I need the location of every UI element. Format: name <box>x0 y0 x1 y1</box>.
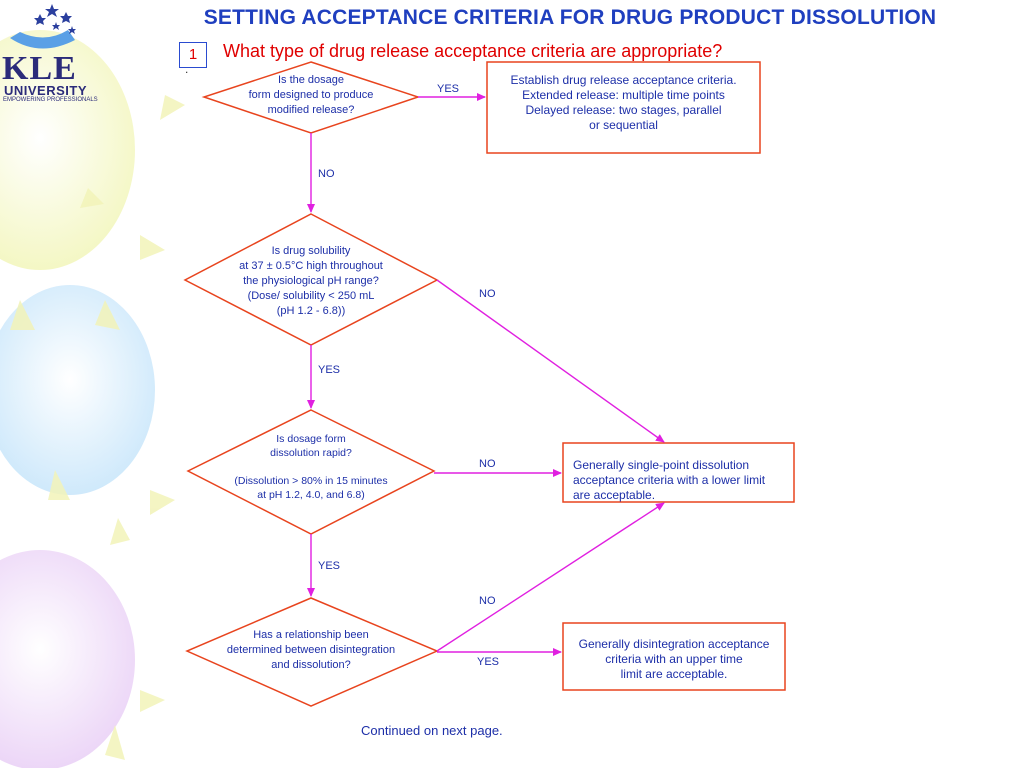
outcome-text-establish-criteria: Establish drug release acceptance criter… <box>490 73 757 133</box>
step-number-dot: . <box>185 62 189 76</box>
decision-line: Is the dosage <box>277 74 345 86</box>
decision-line: the physiological pH range? <box>243 275 379 287</box>
outcome-text-single-point: Generally single-point dissolution accep… <box>573 458 791 503</box>
purple-balloon <box>0 550 135 768</box>
decision-diamond-disintegration <box>185 597 439 707</box>
logo-emblem-icon <box>10 4 76 49</box>
decision-line: form designed to produce <box>248 89 374 101</box>
decision-line: Has a relationship been <box>253 629 369 641</box>
outcome-line: Generally disintegration acceptance <box>578 637 770 651</box>
logo-subtitle: UNIVERSITY <box>4 83 88 98</box>
outcome-line: criteria with an upper time <box>605 652 743 666</box>
outcome-line: Extended release: multiple time points <box>522 88 725 102</box>
outcome-line: limit are acceptable. <box>620 667 728 681</box>
decision-line: at 37 ± 0.5°C high throughout <box>239 260 383 272</box>
decision-text-modified-release: Is the dosage form designed to produce m… <box>226 73 396 118</box>
blue-balloon <box>0 285 155 495</box>
outcome-text-disintegration: Generally disintegration acceptance crit… <box>566 637 782 682</box>
edge-label-d1-no: NO <box>318 168 335 180</box>
edge-label-d4-yes: YES <box>477 656 500 668</box>
decision-text-rapid-dissolution: Is dosage form dissolution rapid? (Disso… <box>211 432 411 502</box>
kle-university-logo: KLE UNIVERSITY EMPOWERING PROFESSIONALS <box>0 0 115 115</box>
edge-label-d1-yes: YES <box>437 83 460 95</box>
outcome-line: Generally single-point dissolution <box>573 458 750 472</box>
outcome-line: acceptance criteria with a lower limit <box>573 473 766 487</box>
page-title: SETTING ACCEPTANCE CRITERIA FOR DRUG PRO… <box>203 6 937 29</box>
step-number-box: 1 <box>179 42 207 68</box>
logo-wordmark: KLE <box>2 50 77 87</box>
decision-line: (pH 1.2 - 6.8)) <box>276 305 346 317</box>
outcome-box-disintegration <box>562 622 786 691</box>
arrow-d2-no <box>436 279 665 443</box>
edge-label-d4-no: NO <box>479 595 496 607</box>
edge-label-d2-yes: YES <box>318 364 341 376</box>
edge-label-d3-yes: YES <box>318 560 341 572</box>
edge-label-d2-no: NO <box>479 288 496 300</box>
continued-note: Continued on next page. <box>361 723 503 738</box>
logo-tagline: EMPOWERING PROFESSIONALS <box>3 97 98 103</box>
edge-label-d3-no: NO <box>479 458 496 470</box>
decision-line: Is dosage form <box>276 433 346 445</box>
outcome-line: or sequential <box>589 118 658 132</box>
decision-line: (Dose/ solubility < 250 mL <box>247 290 375 302</box>
outcome-line: Establish drug release acceptance criter… <box>510 73 737 87</box>
decision-text-disintegration: Has a relationship been determined betwe… <box>206 628 416 673</box>
outcome-line: are acceptable. <box>573 488 656 502</box>
arrow-d4-no <box>436 502 665 652</box>
decision-text-solubility: Is drug solubility at 37 ± 0.5°C high th… <box>211 244 411 319</box>
decision-line <box>211 460 411 474</box>
yellow-balloon <box>0 30 135 270</box>
question-heading: What type of drug release acceptance cri… <box>223 41 723 61</box>
outcome-box-single-point <box>562 442 795 503</box>
outcome-line: Delayed release: two stages, parallel <box>525 103 722 117</box>
decision-line: determined between disintegration <box>226 644 396 656</box>
decision-line: Is drug solubility <box>271 245 351 257</box>
outcome-box-establish-criteria <box>486 61 761 154</box>
decision-line: and dissolution? <box>271 659 351 671</box>
decision-line: (Dissolution > 80% in 15 minutes <box>234 475 388 487</box>
decision-line: at pH 1.2, 4.0, and 6.8) <box>257 489 365 501</box>
decision-line: dissolution rapid? <box>270 447 352 459</box>
decision-line: modified release? <box>267 104 355 116</box>
